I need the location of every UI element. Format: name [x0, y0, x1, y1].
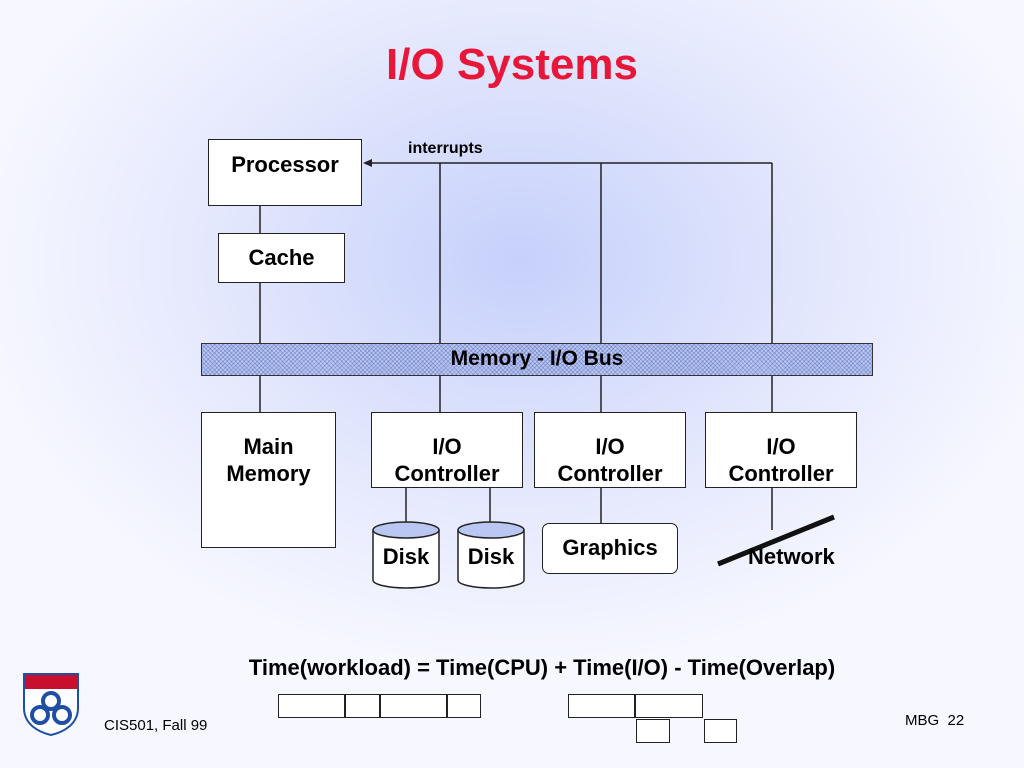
- cpu-segment: [635, 694, 703, 718]
- disk-1: Disk: [371, 520, 441, 590]
- io-controller-1-label-1: I/O: [432, 434, 462, 459]
- main-memory-box: Main Memory: [201, 412, 336, 548]
- graphics-box: Graphics: [542, 523, 678, 574]
- cpu-segment: [568, 694, 635, 718]
- bus-label: Memory - I/O Bus: [450, 347, 624, 370]
- footer-page-number: 22: [947, 712, 965, 729]
- university-shield-logo: [23, 673, 79, 736]
- io-controller-2: I/O Controller: [534, 412, 686, 488]
- disk-1-label: Disk: [382, 544, 430, 569]
- io-segment: [636, 719, 670, 743]
- cpu-segment: [380, 694, 447, 718]
- io-controller-2-label-1: I/O: [595, 434, 625, 459]
- footer-course: CIS501, Fall 99: [104, 717, 208, 734]
- io-controller-3-label-1: I/O: [766, 434, 796, 459]
- disk-1-icon: [372, 521, 440, 589]
- footer-author-page: MBG 22: [905, 712, 964, 729]
- cpu-segment: [278, 694, 345, 718]
- io-segment: [345, 694, 380, 718]
- main-memory-label-2: Memory: [226, 461, 311, 486]
- graphics-label: Graphics: [562, 535, 658, 560]
- network-label: Network: [748, 544, 835, 569]
- processor-label: Processor: [231, 152, 339, 177]
- io-controller-3: I/O Controller: [705, 412, 857, 488]
- interrupt-arrowhead: [363, 159, 372, 167]
- io-controller-1: I/O Controller: [371, 412, 523, 488]
- network-slash: [717, 514, 835, 567]
- main-memory-label-1: Main: [243, 434, 294, 459]
- disk-2-icon: [457, 521, 525, 589]
- io-segment: [447, 694, 481, 718]
- page-title: I/O Systems: [386, 40, 638, 89]
- memory-io-bus: Memory - I/O Bus: [201, 343, 873, 376]
- cache-box: Cache: [218, 233, 345, 283]
- io-controller-2-label-2: Controller: [557, 461, 663, 486]
- disk-2: Disk: [456, 520, 526, 590]
- cache-label: Cache: [248, 245, 315, 270]
- io-segment: [704, 719, 737, 743]
- workload-formula: Time(workload) = Time(CPU) + Time(I/O) -…: [248, 655, 836, 680]
- interrupts-label: interrupts: [408, 140, 483, 157]
- io-controller-3-label-2: Controller: [728, 461, 834, 486]
- disk-2-label: Disk: [467, 544, 515, 569]
- io-controller-1-label-2: Controller: [394, 461, 500, 486]
- processor-box: Processor: [208, 139, 362, 206]
- footer-author: MBG: [905, 712, 940, 729]
